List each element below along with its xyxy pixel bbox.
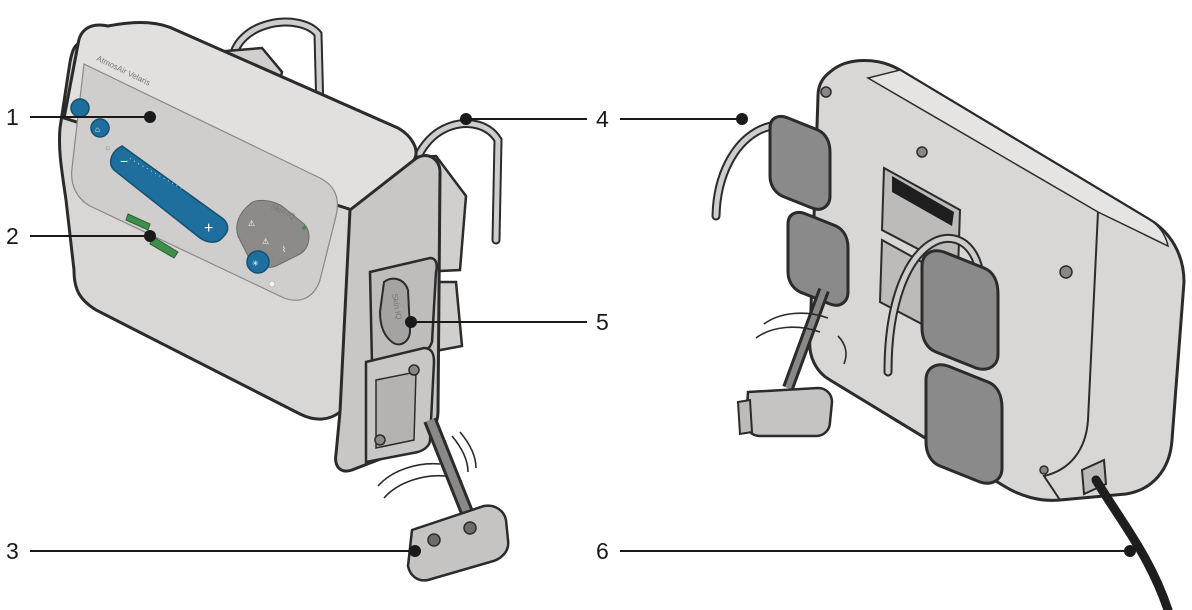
alert-icon: ⚠ <box>262 237 269 246</box>
static-mode-icon[interactable]: ⌇ <box>282 245 286 254</box>
back-screw-1 <box>820 86 832 98</box>
front-view: AtmosAir Velaris ⌂ ☼ · · · · · · · · · ·… <box>57 17 510 582</box>
lock-icon: ⌂ <box>95 125 100 134</box>
back-screw-3 <box>1059 265 1073 279</box>
callout-1: 1 <box>6 104 19 130</box>
skin-iq-port[interactable] <box>378 277 412 346</box>
therapy-icon: ✳ <box>252 259 259 268</box>
plus-icon[interactable]: + <box>204 220 213 237</box>
callout-6: 6 <box>596 538 609 564</box>
back-hose-plug[interactable] <box>744 386 834 438</box>
status-led <box>268 280 276 288</box>
skin-iq-light <box>302 226 306 230</box>
power-cable <box>1091 475 1173 610</box>
back-screw-2 <box>916 146 928 158</box>
minus-icon[interactable]: − <box>120 153 128 169</box>
callout-4: 4 <box>596 106 609 132</box>
indicator-top <box>125 213 151 231</box>
latch-screw-bottom <box>374 434 386 446</box>
port-label: Skin IQ <box>390 293 403 320</box>
alarm-mute-icon[interactable]: ⚠ <box>248 219 255 228</box>
back-view <box>711 59 1186 610</box>
therapy-button[interactable] <box>246 250 270 274</box>
callout-2: 2 <box>6 223 19 249</box>
lock-button[interactable] <box>90 118 110 138</box>
latch-screw-top <box>408 364 420 376</box>
rubber-pads <box>768 114 1004 485</box>
power-button[interactable] <box>70 98 90 118</box>
back-screw-4 <box>1039 465 1049 475</box>
pressure-scale <box>109 145 229 243</box>
callout-5: 5 <box>596 309 609 335</box>
callout-3: 3 <box>6 538 19 564</box>
brightness-icon: ☼ <box>104 143 111 152</box>
hose-plug[interactable] <box>406 504 510 582</box>
callout-lines <box>30 111 1136 557</box>
